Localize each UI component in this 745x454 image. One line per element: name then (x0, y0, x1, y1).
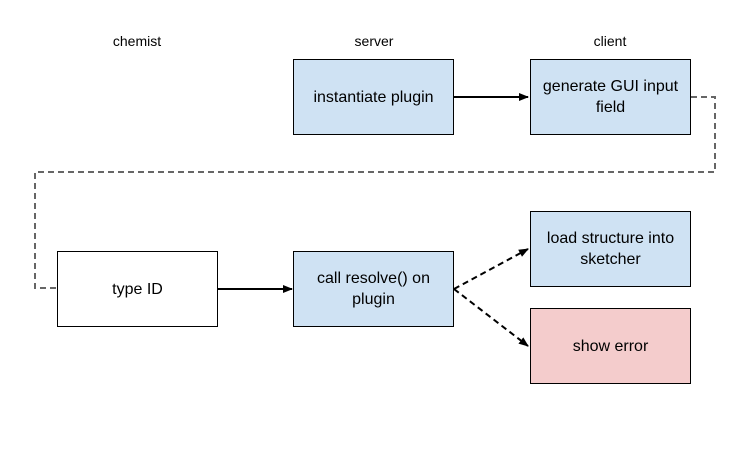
node-generate-gui: generate GUI input field (530, 59, 691, 135)
node-load-structure-label: load structure into sketcher (546, 230, 675, 268)
node-generate-gui-label: generate GUI input field (542, 78, 679, 116)
node-load-structure: load structure into sketcher (530, 211, 691, 287)
node-instantiate-plugin: instantiate plugin (293, 59, 454, 135)
node-call-resolve: call resolve() on plugin (293, 251, 454, 327)
node-type-id: type ID (57, 251, 218, 327)
node-instantiate-plugin-label: instantiate plugin (313, 88, 434, 106)
arrow-resolve-to-load (453, 248, 529, 290)
lane-label-client: client (593, 33, 627, 49)
node-show-error-label: show error (572, 337, 649, 355)
dashed-elbow-connector (34, 96, 716, 289)
node-show-error: show error (530, 308, 691, 384)
lane-label-chemist: chemist (112, 33, 162, 49)
lane-label-server: server (354, 33, 394, 49)
arrow-resolve-to-error (453, 288, 529, 347)
node-call-resolve-label: call resolve() on plugin (317, 270, 430, 308)
node-type-id-label: type ID (112, 280, 163, 298)
